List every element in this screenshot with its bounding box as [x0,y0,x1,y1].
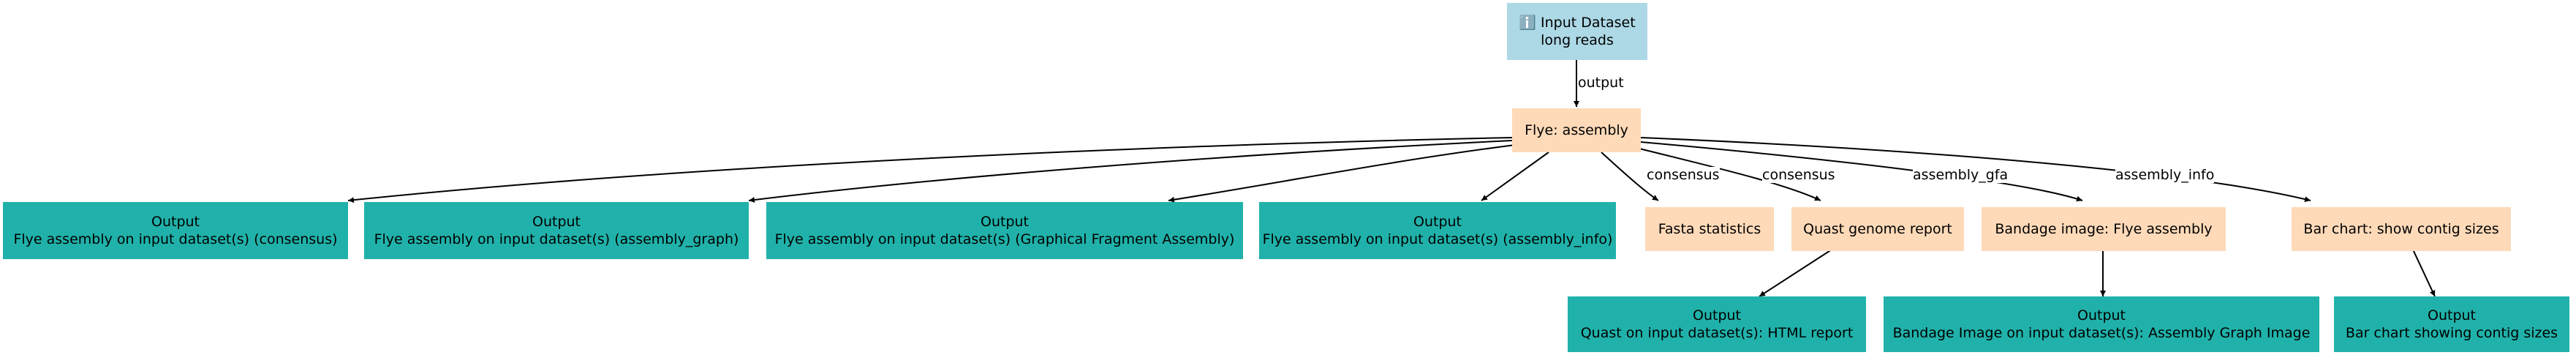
quast-genome-report-node[interactable]: Quast genome report [1791,207,1964,251]
output-bandage-subtitle: Bandage Image on input dataset(s): Assem… [1892,325,2311,341]
edge-flye-out-info [1481,152,1549,201]
output-consensus-title: Output [151,214,200,230]
output-gfa-subtitle: Flye assembly on input dataset(s) (Graph… [774,231,1235,247]
output-gfa-node[interactable]: Output Flye assembly on input dataset(s)… [766,202,1243,259]
edge-label-consensus-quast: consensus [1762,167,1835,183]
edge-flye-fasta [1601,152,1659,201]
quast-genome-report-label: Quast genome report [1803,221,1952,237]
output-bar-chart-title: Output [2428,307,2476,324]
output-assembly-graph-title: Output [532,214,581,230]
output-quast-node[interactable]: Output Quast on input dataset(s): HTML r… [1568,296,1866,352]
edge-label-consensus-fasta: consensus [1647,167,1720,183]
output-assembly-graph-node[interactable]: Output Flye assembly on input dataset(s)… [364,202,749,259]
bandage-image-node[interactable]: Bandage image: Flye assembly [1982,207,2226,251]
edge-bar-out [2412,249,2436,297]
output-quast-title: Output [1693,307,1741,324]
bar-chart-node[interactable]: Bar chart: show contig sizes [2292,207,2511,251]
edge-flye-bar [1640,137,2311,202]
output-bandage-title: Output [2077,307,2126,324]
output-quast-subtitle: Quast on input dataset(s): HTML report [1580,325,1854,341]
fasta-statistics-label: Fasta statistics [1658,221,1761,237]
output-assembly-graph-subtitle: Flye assembly on input dataset(s) (assem… [374,231,739,247]
edge-label-output: output [1578,75,1624,91]
fasta-statistics-node[interactable]: Fasta statistics [1645,207,1774,251]
input-dataset-subtitle: long reads [1541,32,1614,48]
edge-label-assembly-gfa: assembly_gfa [1913,167,2009,183]
edge-flye-out-graph [748,140,1513,203]
output-bar-chart-node[interactable]: Output Bar chart showing contig sizes [2334,296,2569,352]
edge-flye-quast [1630,146,1821,201]
output-bandage-node[interactable]: Output Bandage Image on input dataset(s)… [1884,296,2319,352]
edge-label-assembly-info: assembly_info [2115,167,2215,183]
flye-assembly-node[interactable]: Flye: assembly [1512,108,1641,152]
bandage-image-label: Bandage image: Flye assembly [1995,221,2213,237]
edge-flye-out-consensus [347,137,1513,203]
bar-chart-label: Bar chart: show contig sizes [2303,221,2499,237]
output-assembly-info-node[interactable]: Output Flye assembly on input dataset(s)… [1259,202,1616,259]
edge-quast-out [1759,249,1832,297]
output-assembly-info-subtitle: Flye assembly on input dataset(s) (assem… [1262,231,1613,247]
edge-flye-out-gfa [1168,144,1516,203]
flye-assembly-label: Flye: assembly [1525,122,1628,138]
output-bar-chart-subtitle: Bar chart showing contig sizes [2345,325,2558,341]
input-dataset-title: ℹ️ Input Dataset [1519,15,1636,31]
input-dataset-node[interactable]: ℹ️ Input Dataset long reads [1507,3,1647,60]
output-assembly-info-title: Output [1413,214,1462,230]
output-consensus-node[interactable]: Output Flye assembly on input dataset(s)… [3,202,348,259]
output-consensus-subtitle: Flye assembly on input dataset(s) (conse… [13,231,338,247]
output-gfa-title: Output [981,214,1029,230]
edge-flye-bandage [1640,141,2083,202]
